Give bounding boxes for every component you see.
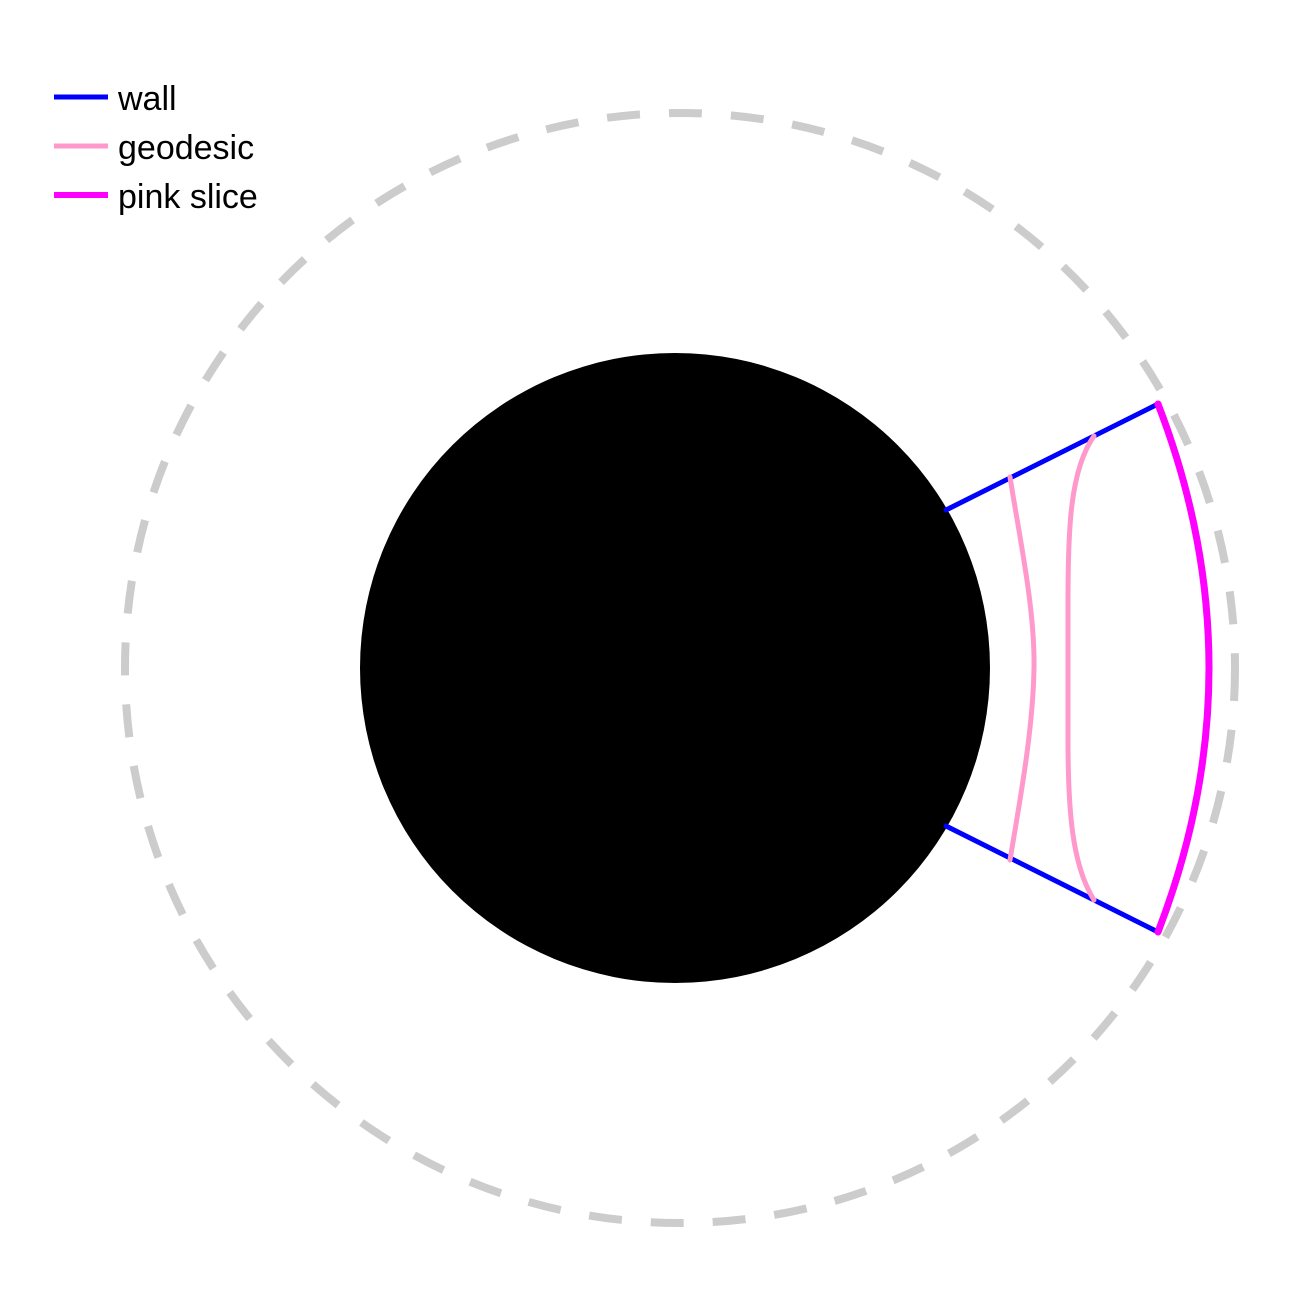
black-hole-disk	[360, 353, 990, 983]
geodesic-inner	[1007, 474, 1037, 863]
legend: wall geodesic pink slice	[54, 80, 258, 216]
wall-lower	[943, 823, 1161, 935]
legend-label-wall: wall	[117, 80, 177, 118]
outer-boundary-circle	[121, 109, 1239, 1227]
pink-slice-arc	[1154, 400, 1213, 936]
wall-upper	[943, 401, 1161, 513]
legend-label-pink-slice: pink slice	[118, 178, 258, 216]
legend-label-geodesic: geodesic	[118, 129, 254, 167]
geodesic-outer	[1065, 433, 1097, 903]
